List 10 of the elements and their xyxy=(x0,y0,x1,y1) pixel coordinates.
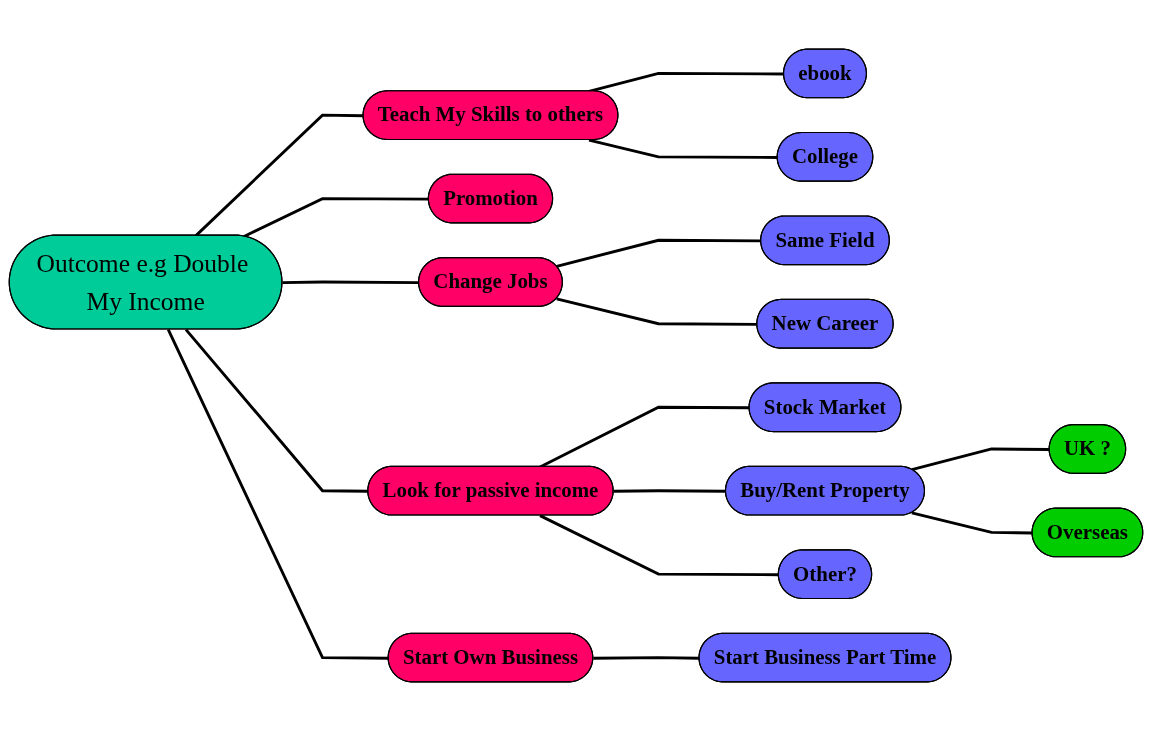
connector xyxy=(166,328,389,660)
connector xyxy=(243,197,429,238)
connector xyxy=(588,138,778,159)
connector xyxy=(911,511,1033,535)
connector xyxy=(593,656,700,660)
connector xyxy=(556,297,758,326)
connector xyxy=(911,447,1050,472)
connector xyxy=(194,113,364,237)
connector xyxy=(539,514,779,577)
connector xyxy=(184,328,369,493)
